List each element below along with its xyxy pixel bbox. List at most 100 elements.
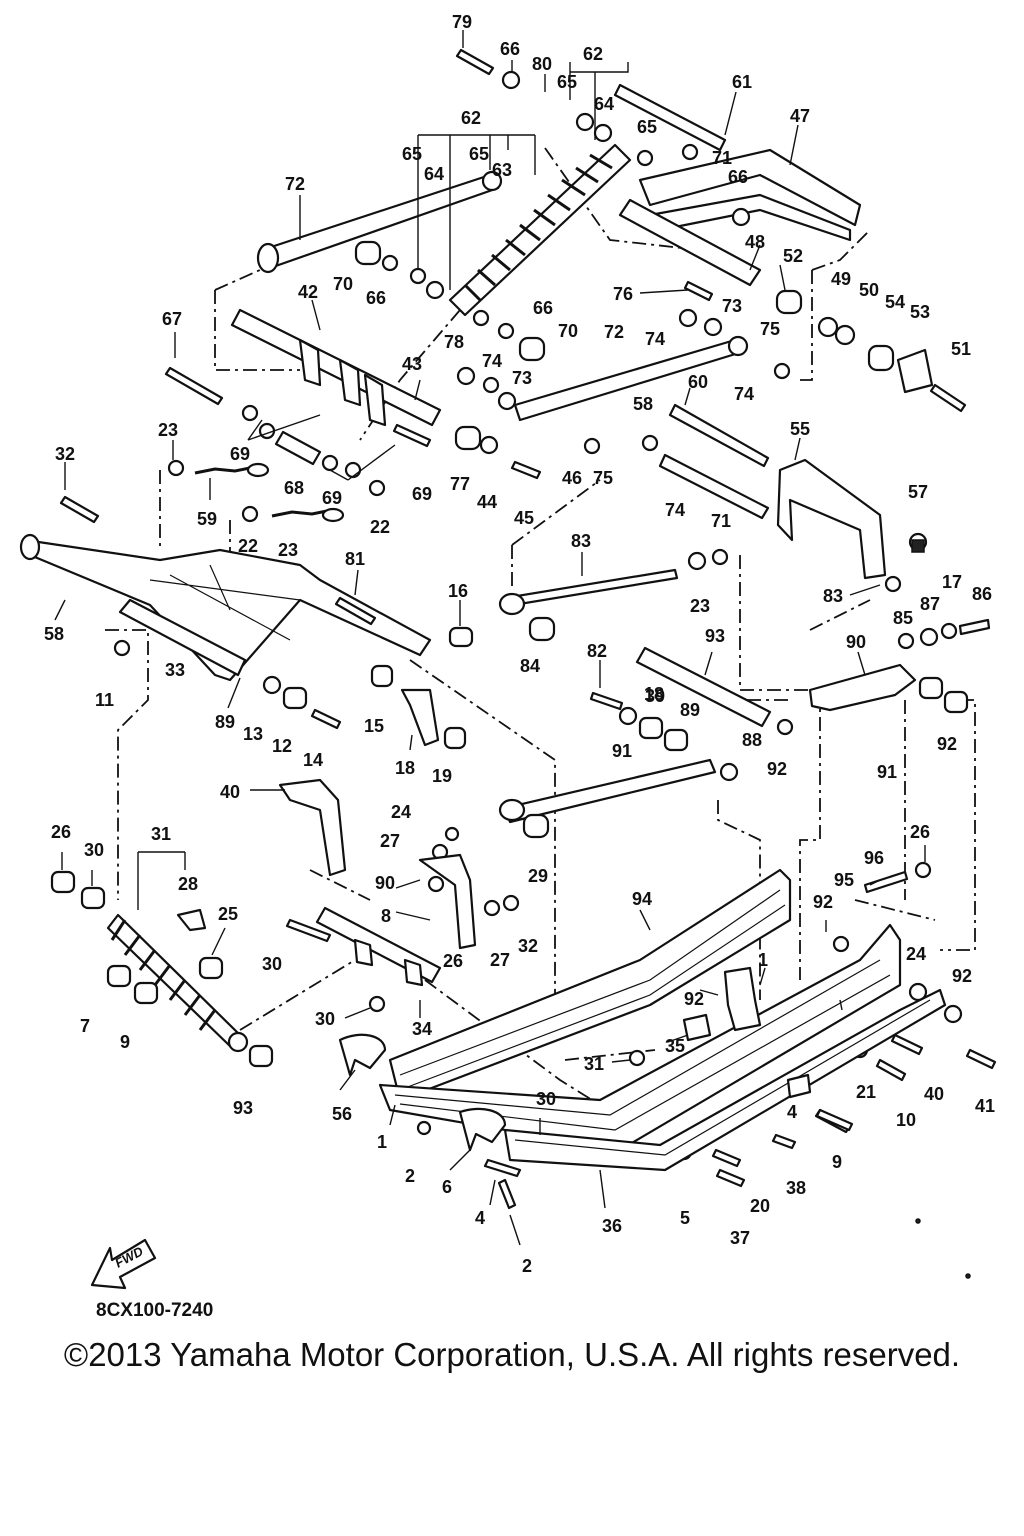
collar-18-b xyxy=(443,726,467,750)
callout: 45 xyxy=(514,508,534,528)
callout: 13 xyxy=(243,724,263,744)
diagram-code: 8CX100-7240 xyxy=(96,1300,214,1321)
suspension-parts: FWD xyxy=(19,48,997,1290)
callout: 75 xyxy=(593,468,613,488)
callout: 86 xyxy=(972,584,992,604)
callout: 40 xyxy=(924,1084,944,1104)
callout: 18 xyxy=(395,758,415,778)
guide-4-b xyxy=(458,1107,507,1152)
callout: 47 xyxy=(790,106,810,126)
callout: 89 xyxy=(680,700,700,720)
plate-53 xyxy=(896,348,934,394)
callout: 6 xyxy=(442,1177,452,1197)
callout: 66 xyxy=(728,167,748,187)
leader-lines xyxy=(54,30,926,1246)
bushing-70-upper xyxy=(354,240,382,266)
callout: 92 xyxy=(937,734,957,754)
collar-18-a xyxy=(370,664,394,688)
holder-9-a xyxy=(682,1013,712,1042)
callout: 38 xyxy=(786,1178,806,1198)
slide-rail-2 xyxy=(503,988,947,1172)
callout: 92 xyxy=(767,759,787,779)
callout: 53 xyxy=(910,302,930,322)
callout: 61 xyxy=(732,72,752,92)
callout: 74 xyxy=(645,329,665,349)
callout: 26 xyxy=(51,822,71,842)
callout: 21 xyxy=(856,1082,876,1102)
callout: 27 xyxy=(380,831,400,851)
callout: 39 xyxy=(645,686,665,706)
strap-24-lower xyxy=(418,853,477,950)
bracket-19 xyxy=(400,688,440,747)
callout: 31 xyxy=(151,824,171,844)
callout: 90 xyxy=(846,632,866,652)
callout: 58 xyxy=(633,394,653,414)
bracket-55 xyxy=(776,458,887,580)
callout: 18 xyxy=(644,684,664,704)
callout: 5 xyxy=(680,1208,690,1228)
rear-shock-62 xyxy=(448,143,632,317)
front-shock-28 xyxy=(106,913,249,1053)
callout: 81 xyxy=(345,549,365,569)
callout: 22 xyxy=(238,536,258,556)
callout: 55 xyxy=(790,419,810,439)
callout: 23 xyxy=(690,596,710,616)
callout: 70 xyxy=(558,321,578,341)
stopper-8 xyxy=(723,966,762,1032)
callout: 95 xyxy=(834,870,854,890)
shaft-48 xyxy=(618,198,762,287)
callout: 74 xyxy=(482,351,502,371)
callout: 51 xyxy=(951,339,971,359)
callout: 72 xyxy=(604,322,624,342)
shaft-68 xyxy=(274,430,322,466)
fwd-arrow-icon: FWD xyxy=(90,1238,157,1290)
callout: 72 xyxy=(285,174,305,194)
callout: 93 xyxy=(705,626,725,646)
callout: 23 xyxy=(278,540,298,560)
pin-10 xyxy=(815,1108,854,1132)
callout: 92 xyxy=(684,989,704,1009)
callout: 41 xyxy=(975,1096,995,1116)
callout: 73 xyxy=(722,296,742,316)
callout: 24 xyxy=(391,802,411,822)
bushing-70-lower xyxy=(518,336,546,362)
callout: 69 xyxy=(322,488,342,508)
collar-30-a xyxy=(50,870,76,894)
callout: 59 xyxy=(197,509,217,529)
callout: 30 xyxy=(315,1009,335,1029)
callout: 15 xyxy=(364,716,384,736)
callout: 12 xyxy=(272,736,292,756)
callout: 82 xyxy=(587,641,607,661)
callout: 44 xyxy=(477,492,497,512)
callout: 92 xyxy=(813,892,833,912)
callout: 92 xyxy=(952,966,972,986)
callout: 96 xyxy=(864,848,884,868)
callout: 68 xyxy=(284,478,304,498)
callout: 31 xyxy=(584,1054,604,1074)
callout: 8 xyxy=(381,906,391,926)
callout: 88 xyxy=(742,730,762,750)
copyright-notice: ©2013 Yamaha Motor Corporation, U.S.A. A… xyxy=(63,1336,961,1373)
spring-22-upper xyxy=(194,465,256,475)
assembly-guide-lines xyxy=(105,147,976,1131)
callout: 4 xyxy=(475,1208,485,1228)
stopper-29 xyxy=(176,908,207,932)
pivot-shaft-42 xyxy=(230,308,442,427)
callout: 30 xyxy=(262,954,282,974)
callout: 71 xyxy=(711,511,731,531)
callout: 60 xyxy=(688,372,708,392)
callout: 24 xyxy=(906,944,926,964)
shaft-60 xyxy=(668,403,770,468)
callout: 28 xyxy=(178,874,198,894)
callout: 48 xyxy=(745,232,765,252)
callout: 74 xyxy=(665,500,685,520)
callout: 49 xyxy=(831,269,851,289)
collar-31-b xyxy=(133,981,159,1005)
callout: 32 xyxy=(55,444,75,464)
collar-90-upper xyxy=(528,616,556,642)
callout: 27 xyxy=(490,950,510,970)
callout: 14 xyxy=(303,750,323,770)
callout: 65 xyxy=(637,117,657,137)
callout: 7 xyxy=(80,1016,90,1036)
callout: 36 xyxy=(602,1216,622,1236)
